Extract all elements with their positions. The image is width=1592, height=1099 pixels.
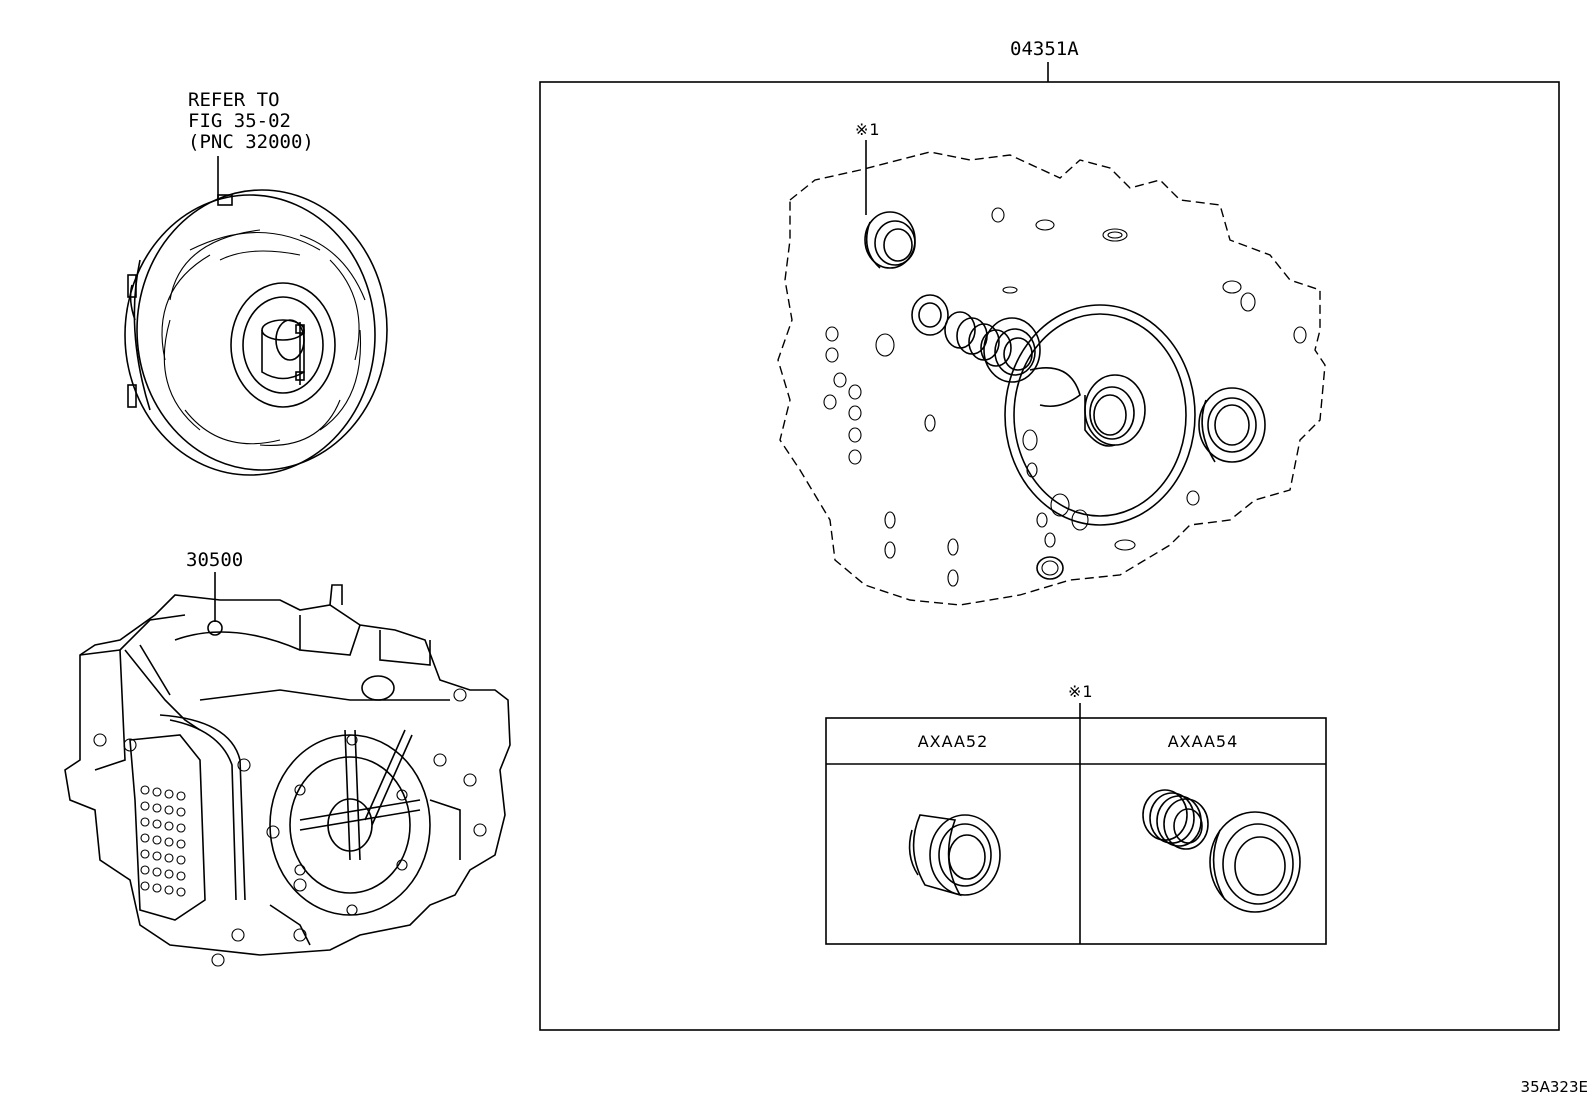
kit-boundary-box [539,81,1560,1031]
axaa52-seal-illustration [908,814,1001,897]
transaxle-assembly-illustration: 30500 [64,549,511,967]
seal-ring-stack [911,294,1041,383]
axaa54-seal-illustration [1142,789,1301,913]
part-number-30500: 30500 [186,549,243,571]
right-oil-seal [1198,387,1266,463]
refer-text-line1: REFER TO [188,89,280,111]
part-number-04351a: 04351A [1010,38,1079,60]
marked-oil-seal [864,211,916,269]
variant-table: AXAA52 AXAA54 [825,717,1327,945]
refer-text-line2: FIG 35-02 [188,110,291,132]
variant-column-axaa54: AXAA54 [1168,732,1239,751]
refer-text-line3: (PNC 32000) [188,131,314,153]
large-ring-gasket [1004,304,1196,526]
diagram-code: 35A323E [1521,1078,1588,1096]
transaxle-case-outline [777,151,1326,606]
small-o-rings [823,207,1307,587]
overhaul-kit-group: 04351A ※1 [539,38,1560,1031]
note-mark-table: ※1 [1068,682,1094,701]
center-oil-seal [1084,374,1146,447]
valve-body-dots [140,785,186,897]
note-mark-top: ※1 [855,120,881,139]
torque-converter-illustration: REFER TO FIG 35-02 (PNC 32000) [124,89,388,476]
variant-column-axaa52: AXAA52 [918,732,989,751]
